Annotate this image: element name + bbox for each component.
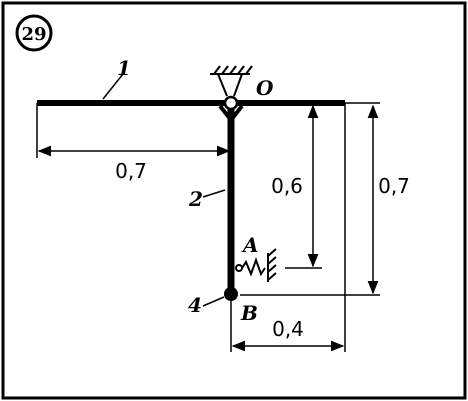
label-rod-2: 2 <box>188 187 203 211</box>
dim-value-bottom-offset: 0,4 <box>272 317 304 341</box>
label-pivot-o: O <box>256 76 274 100</box>
label-point-b: B <box>240 301 258 325</box>
joint-bracket <box>218 104 244 124</box>
pivot-support <box>210 65 253 97</box>
label-mass-4: 4 <box>188 293 202 317</box>
dim-value-vertical-total: 0,7 <box>378 174 410 198</box>
pivot-o-marker <box>223 95 239 111</box>
dim-value-vertical-a: 0,6 <box>271 174 303 198</box>
dim-value-horizontal-arm: 0,7 <box>115 159 147 183</box>
label-rod-1: 1 <box>117 56 131 80</box>
figure-number-badge: 29 <box>15 14 53 52</box>
figure-number: 29 <box>21 24 46 45</box>
extension-lines <box>36 73 380 352</box>
label-point-a: A <box>241 233 259 257</box>
mass-4-marker <box>224 287 238 301</box>
spring-a <box>235 248 277 282</box>
